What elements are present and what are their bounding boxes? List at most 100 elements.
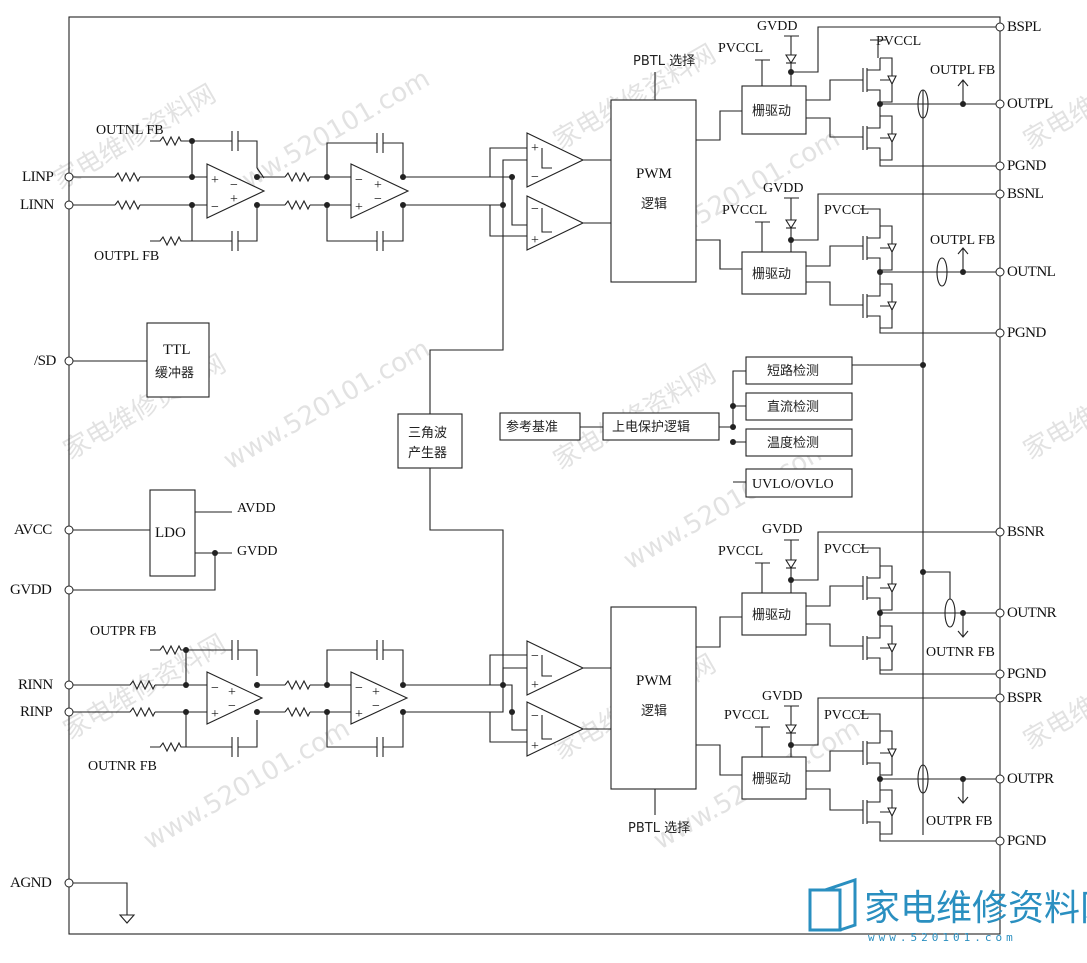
svg-text:+: + — [230, 192, 238, 207]
watermark-url: www.520101.com — [139, 714, 356, 856]
svg-text:+: + — [531, 233, 539, 248]
triangle-label-2: 产生器 — [408, 446, 447, 461]
gate-driver-4-label: 栅驱动 — [752, 772, 791, 787]
fb-label-outpl-right-2: OUTPL FB — [930, 233, 995, 248]
pin-pgnd-1 — [995, 161, 1005, 171]
svg-text:−: − — [230, 178, 238, 193]
pin-outpl — [995, 99, 1005, 109]
ldo-label: LDO — [155, 525, 186, 541]
pin-outnl — [995, 267, 1005, 277]
gate-driver-2-label: 栅驱动 — [752, 267, 791, 282]
gate-driver-3-label: 栅驱动 — [752, 608, 791, 623]
avdd-label: AVDD — [237, 501, 276, 516]
control-blocks: TTL 缓冲器 LDO AVDD GVDD 三角波 产生器 参考基准 上电保护逻… — [73, 205, 926, 924]
pin-rinn — [64, 680, 74, 690]
svg-text:−: − — [211, 200, 219, 215]
fb-label-outpr-right: OUTPR FB — [926, 814, 993, 829]
pin-gvdd — [64, 585, 74, 595]
pin-label-bspr: BSPR — [1007, 690, 1042, 706]
ldo-block — [149, 489, 196, 577]
comparators-bottom: −+ −+ — [500, 640, 611, 757]
svg-text:−: − — [211, 681, 219, 696]
comparators-top: + − − + — [500, 132, 611, 251]
svg-text:+: + — [372, 685, 380, 700]
pvccl-label-4: PVCCL — [824, 203, 869, 218]
svg-text:−: − — [228, 699, 236, 714]
svg-text:−: − — [531, 709, 539, 724]
pin-label-gvdd: GVDD — [10, 582, 52, 598]
pin-label-outpl: OUTPL — [1007, 96, 1053, 112]
fb-label-outnr-right: OUTNR FB — [926, 645, 995, 660]
pin-pgnd-4 — [995, 836, 1005, 846]
gate-driver-2 — [741, 251, 807, 295]
svg-text:−: − — [355, 681, 363, 696]
output-stage-outnr: 栅驱动 PVCCL GVDD PVCCL OUTNR FB — [696, 522, 996, 776]
dc-detect-label: 直流检测 — [767, 400, 819, 415]
triangle-generator — [397, 413, 463, 469]
temp-detect-block — [745, 428, 853, 457]
pin-label-pgnd-2: PGND — [1007, 325, 1047, 341]
pin-outnr — [995, 608, 1005, 618]
pin-label-bsnl: BSNL — [1007, 186, 1044, 202]
pwm-top-label: PWM — [636, 166, 672, 182]
ttl-label-cn: 缓冲器 — [155, 366, 194, 381]
pvccl-label-7: PVCCL — [724, 708, 769, 723]
pin-bsnr — [995, 527, 1005, 537]
short-detect-block — [745, 356, 853, 385]
fb-label-outnr-left: OUTNR FB — [88, 759, 157, 774]
ttl-buffer — [146, 322, 210, 398]
output-stage-outnl: 栅驱动 PVCCL GVDD PVCCL OUTPL FB — [696, 181, 996, 334]
pin-label-bspl: BSPL — [1007, 19, 1041, 35]
power-protect-label: 上电保护逻辑 — [612, 420, 690, 435]
left-pins: LINP LINN /SD AVCC GVDD RINN RINP AGND — [10, 169, 74, 891]
svg-text:+: + — [355, 200, 363, 215]
svg-text:+: + — [531, 678, 539, 693]
gvdd-label: GVDD — [757, 19, 797, 34]
pin-label-outpr: OUTPR — [1007, 771, 1054, 787]
pin-rinp — [64, 707, 74, 717]
uvlo-block — [745, 468, 853, 498]
gvdd-label-3: GVDD — [762, 522, 802, 537]
gvdd-label-2: GVDD — [763, 181, 803, 196]
pin-sd — [64, 356, 74, 366]
svg-text:−: − — [531, 170, 539, 185]
reference-label: 参考基准 — [506, 419, 558, 435]
output-stage-outpr: 栅驱动 PVCCL GVDD PVCCL OUTPR FB — [724, 689, 996, 842]
pin-label-pgnd-3: PGND — [1007, 666, 1047, 682]
pvccl-label-6: PVCCL — [824, 542, 869, 557]
pin-label-outnr: OUTNR — [1007, 605, 1057, 621]
pin-linn — [64, 200, 74, 210]
svg-text:+: + — [374, 178, 382, 193]
gate-driver-1-label: 栅驱动 — [752, 104, 791, 119]
svg-text:−: − — [531, 649, 539, 664]
pbtl-select-top: PBTL 选择 — [633, 54, 695, 69]
pin-avcc — [64, 525, 74, 535]
watermark-text: 家电维修资料网 — [1019, 349, 1087, 466]
pvccl-label-5: PVCCL — [718, 544, 763, 559]
pin-bspl — [995, 22, 1005, 32]
ttl-label: TTL — [163, 342, 191, 358]
pbtl-select-bottom: PBTL 选择 — [628, 821, 690, 836]
fb-label-outnl: OUTNL FB — [96, 123, 164, 138]
svg-text:−: − — [531, 202, 539, 217]
pin-label-pgnd-4: PGND — [1007, 833, 1047, 849]
gvdd-label-4: GVDD — [762, 689, 802, 704]
gate-driver-3 — [741, 592, 807, 636]
logo-url: www.520101.com — [868, 931, 1017, 944]
fb-label-outpr-left: OUTPR FB — [90, 624, 157, 639]
pin-label-linp: LINP — [22, 169, 53, 185]
uvlo-label: UVLO/OVLO — [752, 477, 834, 492]
triangle-label-1: 三角波 — [408, 426, 447, 441]
short-detect-label: 短路检测 — [767, 363, 819, 379]
pin-label-agnd: AGND — [10, 875, 52, 891]
pvccl-label-8: PVCCL — [824, 708, 869, 723]
pwm-bottom-label-cn: 逻辑 — [641, 704, 667, 719]
svg-text:+: + — [211, 707, 219, 722]
pin-pgnd-2 — [995, 328, 1005, 338]
svg-text:+: + — [531, 141, 539, 156]
pin-label-linn: LINN — [20, 197, 54, 213]
pwm-bottom-label: PWM — [636, 673, 672, 689]
gate-driver-1 — [741, 85, 807, 135]
svg-text:−: − — [355, 173, 363, 188]
